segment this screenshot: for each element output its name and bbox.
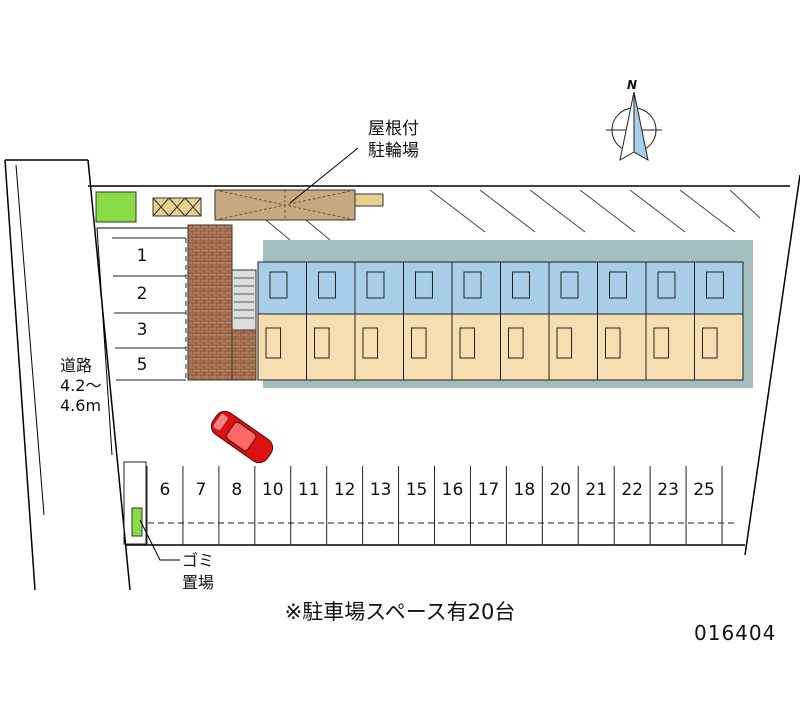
unit-room (459, 327, 476, 359)
covered-bike-parking (214, 189, 384, 221)
parking-bottom-row (146, 466, 735, 545)
unit-bath (415, 271, 433, 299)
unit-room (653, 327, 670, 359)
road-label: 道路 4.2〜 4.6m (60, 356, 116, 416)
unit-bath (512, 271, 530, 299)
parking-slot-label: 18 (513, 480, 536, 500)
garbage-label-line2: 置場 (182, 573, 215, 592)
unit-bath (318, 271, 336, 299)
unit-room (605, 327, 621, 359)
parking-slot-label: 12 (333, 480, 356, 500)
green-area-top (95, 191, 137, 223)
parking-slot-label: 13 (369, 480, 392, 500)
unit-room (265, 327, 282, 359)
unit-room (314, 327, 330, 359)
unit-room (508, 327, 524, 359)
utility-boxes (152, 197, 202, 217)
driveway-marks (259, 189, 761, 241)
parking-slot-label: 20 (549, 480, 572, 500)
parking-slot-label: 3 (136, 320, 148, 340)
apartment-building (257, 240, 753, 388)
green-area-garbage (131, 507, 143, 537)
bike-label-leader (289, 147, 359, 204)
parking-slot-label: 16 (441, 480, 464, 500)
north-label: N (627, 78, 638, 92)
parking-slot-label: 5 (136, 355, 148, 375)
road-label-line3: 4.6m (60, 396, 102, 415)
parking-slot-label: 1 (136, 246, 148, 266)
bike-parking-label-line1: 屋根付 (368, 119, 419, 139)
garbage-label-leader (139, 519, 180, 561)
north-arrow-icon (606, 91, 662, 161)
unit-room (556, 327, 573, 359)
unit-bath (657, 271, 676, 299)
parking-slot-label: 11 (297, 480, 320, 500)
parking-summary: ※駐車場スペース有20台 (284, 600, 516, 624)
garbage-label-line1: ゴミ (182, 551, 215, 570)
road-label-line1: 道路 (60, 356, 93, 375)
unit-bath (366, 271, 385, 299)
unit-room (411, 327, 427, 359)
unit-bath (269, 271, 288, 299)
parking-slot-label: 21 (585, 480, 608, 500)
unit-room (702, 327, 718, 359)
parking-slot-label: 7 (195, 480, 207, 500)
unit-bath (609, 271, 627, 299)
car-icon (210, 410, 274, 464)
parking-slot-label: 10 (261, 480, 284, 500)
road-label-line2: 4.2〜 (60, 376, 102, 395)
parking-slot-label: 17 (477, 480, 500, 500)
parking-slot-label: 2 (136, 284, 148, 304)
road (4, 159, 131, 591)
parking-slot-label: 22 (621, 480, 643, 500)
bike-parking-label: 屋根付 駐輪場 (368, 118, 419, 162)
parking-slot-label: 6 (159, 480, 171, 500)
unit-bath (560, 271, 579, 299)
garbage-label: ゴミ 置場 (182, 550, 214, 594)
unit-bath (706, 271, 724, 299)
parking-left-column (112, 237, 187, 381)
bike-parking-label-line2: 駐輪場 (368, 141, 419, 161)
unit-room (362, 327, 379, 359)
parking-slot-label: 23 (657, 480, 679, 500)
parking-slot-label: 25 (693, 480, 715, 500)
property-code: 016404 (694, 621, 777, 645)
unit-bath (463, 271, 482, 299)
garbage-enclosure (123, 461, 147, 545)
parking-slot-label: 8 (231, 480, 243, 500)
parking-slot-label: 15 (405, 480, 428, 500)
stair-area (187, 224, 257, 381)
